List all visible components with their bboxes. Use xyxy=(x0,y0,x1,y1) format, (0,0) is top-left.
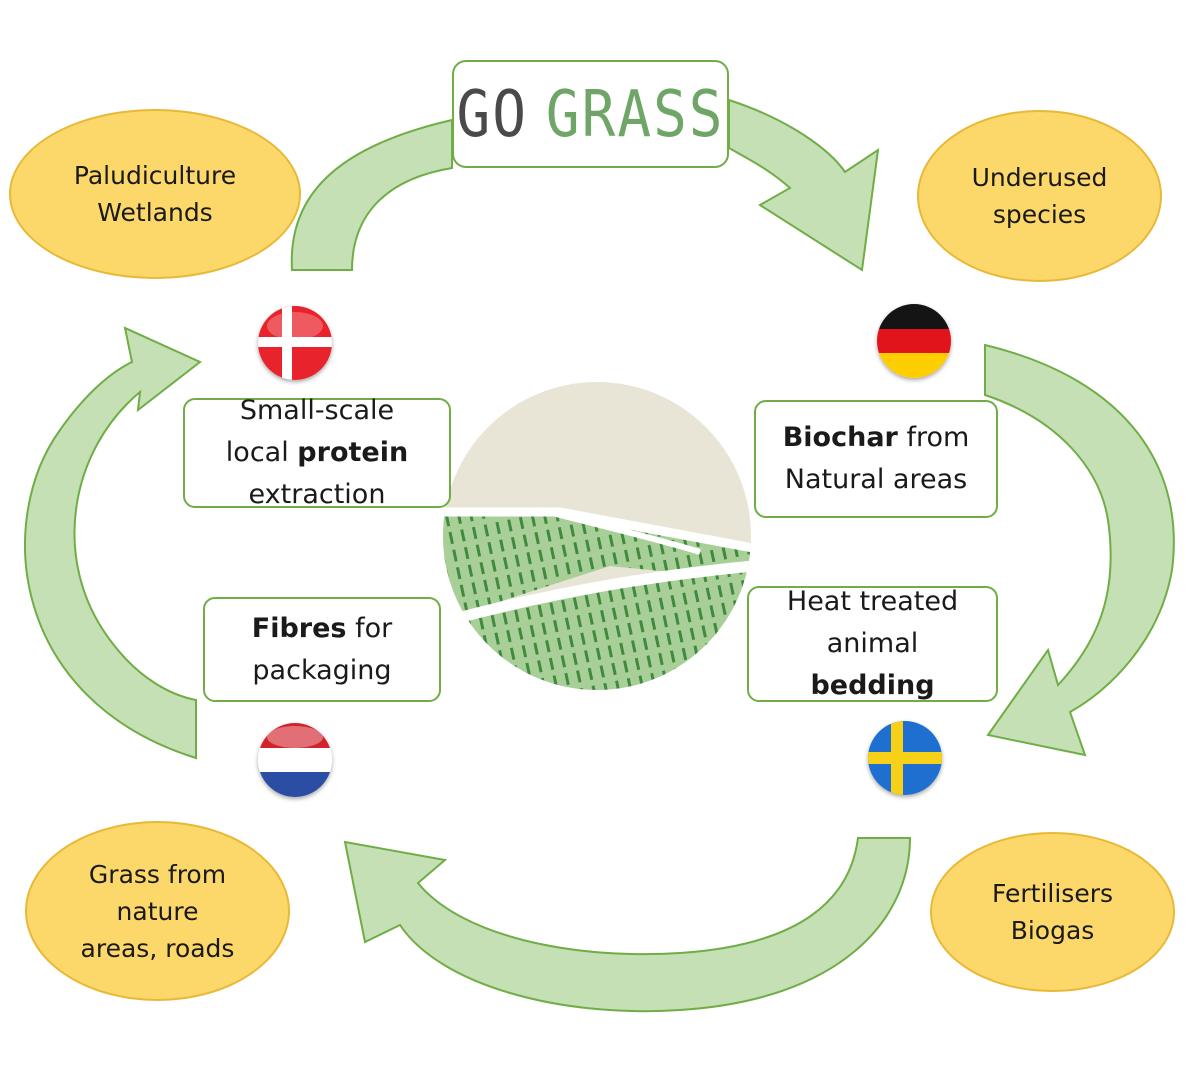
oval-text: Underused xyxy=(971,163,1108,192)
box-text: Small-scale xyxy=(239,395,395,426)
arrow-top-left xyxy=(290,118,453,271)
emblem-field-lower xyxy=(443,570,751,690)
oval-text: Paludiculture xyxy=(73,161,237,190)
arrow-right xyxy=(984,343,1175,757)
oval-underused-species: Underused species xyxy=(917,110,1162,282)
box-text: packaging xyxy=(252,654,392,686)
go-grass-logo: GO GRASS xyxy=(452,60,729,168)
box-biochar: Biochar from Natural areas xyxy=(754,400,998,518)
oval-grass-from-nature: Grass from nature areas, roads xyxy=(25,821,290,1001)
box-text: extraction xyxy=(248,479,386,510)
box-animal-bedding: Heat treated animal bedding xyxy=(747,586,998,702)
oval-text: Fertilisers xyxy=(991,879,1114,908)
oval-text: Biogas xyxy=(1010,916,1095,945)
emblem-field-upper xyxy=(443,512,751,620)
oval-text: Wetlands xyxy=(97,198,213,227)
arrow-top-right xyxy=(728,98,880,272)
denmark-flag-icon xyxy=(258,306,332,380)
box-text-bold: Biochar xyxy=(782,422,898,453)
oval-text: Grass from xyxy=(88,859,227,889)
oval-text: species xyxy=(992,200,1087,229)
arrow-bottom xyxy=(343,837,912,1013)
oval-paludiculture-wetlands: Paludiculture Wetlands xyxy=(9,109,301,279)
box-text: local xyxy=(225,437,298,468)
box-text-bold: bedding xyxy=(810,670,935,701)
box-text: Heat treated xyxy=(786,586,959,617)
box-fibres: Fibres for packaging xyxy=(203,597,441,702)
arrow-left xyxy=(24,326,202,760)
box-text-bold: Fibres xyxy=(251,612,347,644)
netherlands-flag-icon xyxy=(258,723,332,797)
oval-fertilisers-biogas: Fertilisers Biogas xyxy=(930,832,1175,992)
box-text: from xyxy=(897,422,970,453)
germany-flag-icon xyxy=(877,304,951,378)
logo-word-grass: GRASS xyxy=(545,76,725,152)
sweden-flag-icon xyxy=(868,721,942,795)
box-text: Natural areas xyxy=(784,464,968,495)
box-text: animal xyxy=(826,628,919,659)
emblem-logo xyxy=(443,382,751,690)
logo-word-go: GO xyxy=(456,76,528,152)
box-text: for xyxy=(346,612,393,644)
box-protein-extraction: Small-scale local protein extraction xyxy=(183,395,451,510)
box-text-bold: protein xyxy=(297,437,409,468)
oval-text: areas, roads xyxy=(80,933,235,963)
oval-text: nature xyxy=(116,896,199,926)
